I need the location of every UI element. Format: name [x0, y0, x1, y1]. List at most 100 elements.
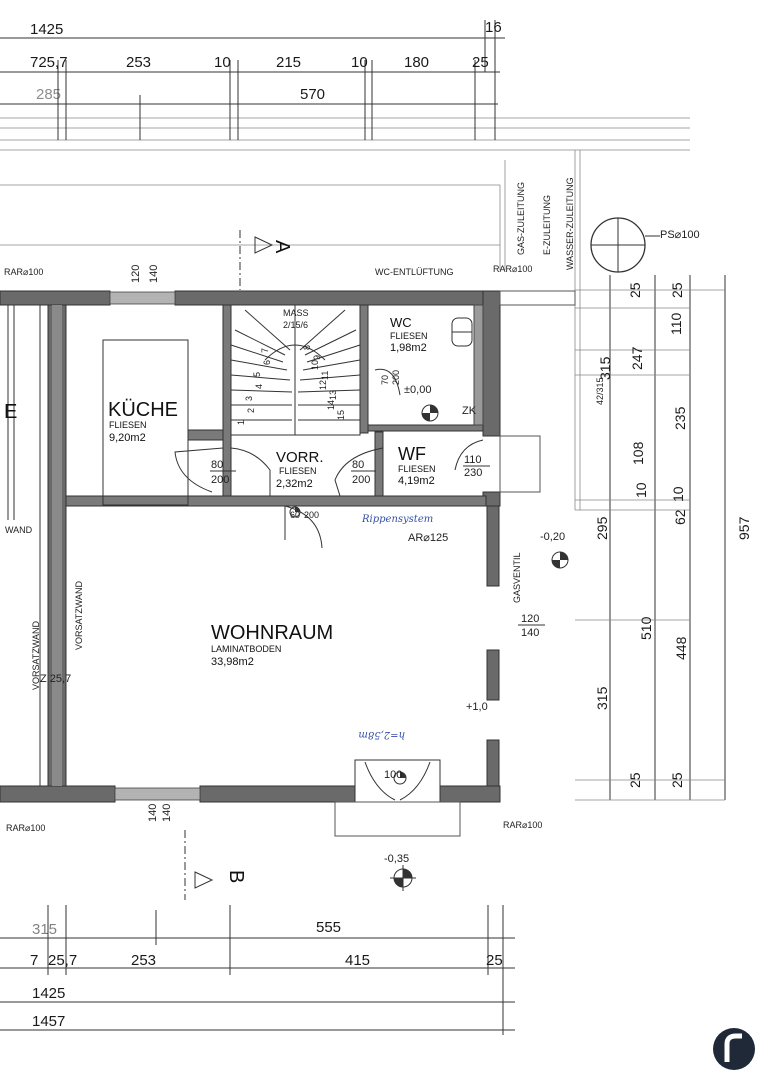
top-dim-1: 725,7: [30, 54, 68, 71]
right-mid-7: 25: [669, 772, 685, 788]
ps-label: PS⌀100: [660, 229, 700, 241]
rar-bottom-right: RAR⌀100: [503, 820, 542, 830]
right-outer-total: 957: [736, 516, 752, 540]
hall-door-width: 80: [352, 459, 364, 471]
living-name: WOHNRAUM: [211, 622, 333, 644]
top-dim-7: 25: [472, 54, 489, 71]
hall-door-height: 200: [352, 474, 370, 486]
left-e-label: E: [4, 401, 17, 423]
bottom-dim-5: 253: [131, 952, 156, 969]
handwritten-note-2: h=2,58m: [358, 729, 405, 740]
bottom-door-width: 100: [384, 769, 402, 781]
stair-tread-number: 9: [312, 355, 322, 360]
wc-floor: FLIESEN: [390, 331, 428, 341]
living-floor: LAMINATBODEN: [211, 644, 281, 654]
section-marker-b: B: [184, 830, 247, 900]
right-window-height: 140: [521, 627, 539, 639]
room-wc: WC FLIESEN 1,98m2: [390, 315, 428, 354]
stair-value: 2/15/6: [283, 320, 308, 330]
wc-door-height: 200: [391, 370, 401, 385]
right-mid-4: 108: [630, 441, 646, 465]
rar-top-left: RAR⌀100: [4, 267, 43, 277]
site-boundary: [0, 150, 581, 510]
level-marker-wc: [421, 404, 439, 422]
stair-tread-number: 13: [328, 390, 338, 400]
level-marker-door: [393, 771, 407, 785]
right-inner-3: 235: [672, 406, 688, 430]
right-window-width: 120: [521, 613, 539, 625]
brand-logo-icon: [713, 1028, 755, 1070]
vorsatzwand-right: VORSATZWAND: [74, 581, 84, 650]
wf-name: WF: [398, 444, 426, 464]
wf-area: 4,19m2: [398, 475, 435, 487]
top-dim-total: 1425: [30, 21, 63, 38]
wc-area: 1,98m2: [390, 342, 427, 354]
wand-label: WAND: [5, 525, 33, 535]
bottom-dim-7: 25: [486, 952, 503, 969]
opening-dimensions: 80 200 80 200 110 230 70 200 ±0,00 120 1…: [130, 265, 545, 822]
right-mid-5: 62: [672, 509, 688, 525]
level-marker-bottom: [390, 865, 416, 891]
stair-tread-number: 3: [244, 396, 254, 401]
annotation-labels: RAR⌀100 RAR⌀100 RAR⌀100 RAR⌀100 AR⌀125 W…: [4, 177, 575, 865]
gas-valve-label: GASVENTIL: [512, 552, 522, 603]
room-living: WOHNRAUM LAMINATBODEN 33,98m2: [211, 622, 333, 668]
rar-top-right: RAR⌀100: [493, 264, 532, 274]
hall-name: VORR.: [276, 449, 324, 466]
z-value-label: Z 25,7: [40, 673, 71, 685]
doors: [174, 368, 484, 837]
kitchen-door-width: 80: [211, 459, 223, 471]
right-inner-2: 10: [633, 482, 649, 498]
plus-level-label: +1,0: [466, 701, 488, 713]
kitchen-area: 9,20m2: [109, 432, 146, 444]
bottom-dim-4: 25,7: [48, 952, 77, 969]
room-hall: VORR. FLIESEN 2,32m2: [276, 449, 324, 490]
wf-door-height: 230: [464, 467, 482, 479]
ps-shaft: PS⌀100: [590, 217, 700, 273]
top-window-height: 140: [148, 265, 160, 283]
kitchen-name: KÜCHE: [108, 399, 178, 421]
top-dim-8: 285: [36, 86, 61, 103]
level-right-label: -0,20: [540, 531, 565, 543]
hall-floor: FLIESEN: [279, 466, 317, 476]
small-door-height: 200: [304, 510, 319, 520]
interior-walls: [65, 304, 487, 507]
top-dim-3: 10: [214, 54, 231, 71]
bottom-dim-3: 7: [30, 952, 38, 969]
rar-bottom-left: RAR⌀100: [6, 823, 45, 833]
right-inner-5: 510: [638, 616, 654, 640]
right-fraction: 42/315: [595, 377, 605, 405]
room-kitchen: KÜCHE FLIESEN 9,20m2: [108, 399, 178, 444]
stair-tread-number: 10: [310, 360, 320, 370]
bottom-dim-9: 1457: [32, 1013, 65, 1030]
stair-tread-number: 15: [336, 410, 346, 420]
power-line-label: E-ZULEITUNG: [542, 195, 552, 255]
right-left-3: 315: [594, 686, 610, 710]
stair-tread-number: 12: [318, 380, 328, 390]
kitchen-door-height: 200: [211, 474, 229, 486]
wf-floor: FLIESEN: [398, 464, 436, 474]
right-mid-2: 110: [668, 312, 684, 335]
hall-area: 2,32m2: [276, 478, 313, 490]
zk-label: ZK: [462, 405, 477, 417]
handwritten-note-1: Rippensystem: [361, 514, 433, 525]
top-dim-4: 215: [276, 54, 301, 71]
wf-door-width: 110: [464, 454, 482, 466]
stair-label: MASS: [283, 308, 309, 318]
stair-tread-number: 8: [302, 345, 312, 350]
bottom-dim-8: 1425: [32, 985, 65, 1002]
right-mid-1: 25: [669, 282, 685, 298]
ar-label: AR⌀125: [408, 532, 448, 544]
top-dim-end: 16: [485, 19, 502, 36]
bottom-dim-1: 315: [32, 921, 57, 938]
top-dimension-chain: 1425 16 725,7 253 10 215 10 180 25 285 5…: [0, 19, 690, 151]
stair-tread-number: 1: [236, 420, 246, 425]
section-marker-a: A: [239, 230, 293, 290]
top-dim-5: 10: [351, 54, 368, 71]
section-a-label: A: [271, 240, 293, 254]
gas-line-label: GAS-ZULEITUNG: [516, 182, 526, 255]
stair-tread-number: 7: [260, 348, 270, 353]
stair-tread-number: 14: [326, 400, 336, 410]
